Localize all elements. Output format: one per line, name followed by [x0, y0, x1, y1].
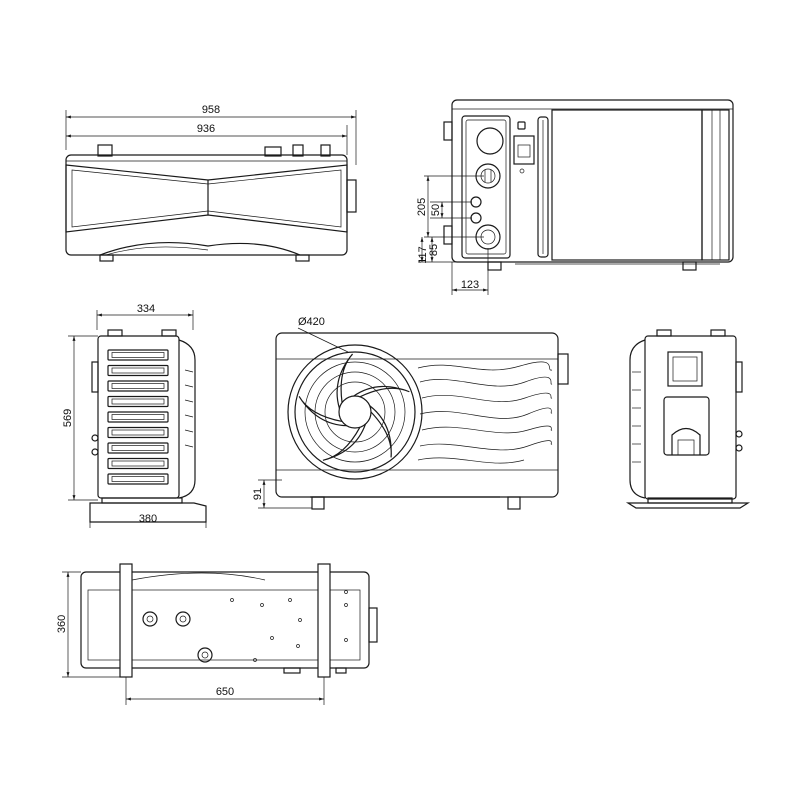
dim-205: 205: [416, 198, 428, 216]
grille-slot-inner: [111, 352, 165, 358]
grille-slot: [107, 426, 169, 439]
grille-slot: [107, 395, 169, 408]
bottom-view: 360 650: [56, 563, 378, 705]
dim-569: 569: [62, 409, 74, 427]
dim-650: 650: [216, 686, 234, 698]
grille-slot: [107, 349, 169, 361]
dim-936: 936: [197, 123, 215, 135]
grille-slot: [107, 411, 169, 423]
grille-slot-inner: [111, 476, 165, 482]
grille-slot-inner: [111, 429, 165, 436]
fan-blade: [369, 405, 392, 458]
fan-blade: [336, 353, 353, 409]
dim-380: 380: [139, 513, 157, 525]
dim-117: 117: [417, 246, 429, 264]
grille-slot-inner: [111, 383, 165, 389]
dim-fan-diameter: Ø420: [298, 316, 325, 328]
grille-slot-inner: [111, 398, 165, 405]
dim-334: 334: [137, 303, 155, 315]
dim-123: 123: [461, 279, 479, 291]
grille-slot-inner: [111, 445, 165, 451]
dim-91: 91: [252, 488, 264, 500]
front-view: 334 569 380: [62, 303, 207, 528]
grille-slot: [107, 364, 169, 377]
grille-slot: [107, 380, 169, 392]
fan-view: Ø420 91: [252, 316, 569, 510]
grille-slot: [107, 442, 169, 454]
fan-blade: [353, 385, 410, 398]
grille-slot-inner: [111, 414, 165, 420]
dim-958: 958: [202, 104, 220, 116]
fan-blade: [298, 396, 347, 427]
top-view: 958 936: [65, 104, 357, 262]
grille-slot-inner: [111, 460, 165, 467]
back-view: [625, 329, 751, 509]
dim-360: 360: [56, 615, 68, 633]
grille-slot-inner: [111, 367, 165, 374]
dim-85: 85: [428, 244, 440, 256]
fan-blade: [322, 423, 367, 461]
grille-slot: [107, 473, 169, 485]
dim-50: 50: [430, 204, 442, 216]
side-view: 205 50 85 117 123: [416, 99, 734, 295]
grille-slot: [107, 457, 169, 470]
